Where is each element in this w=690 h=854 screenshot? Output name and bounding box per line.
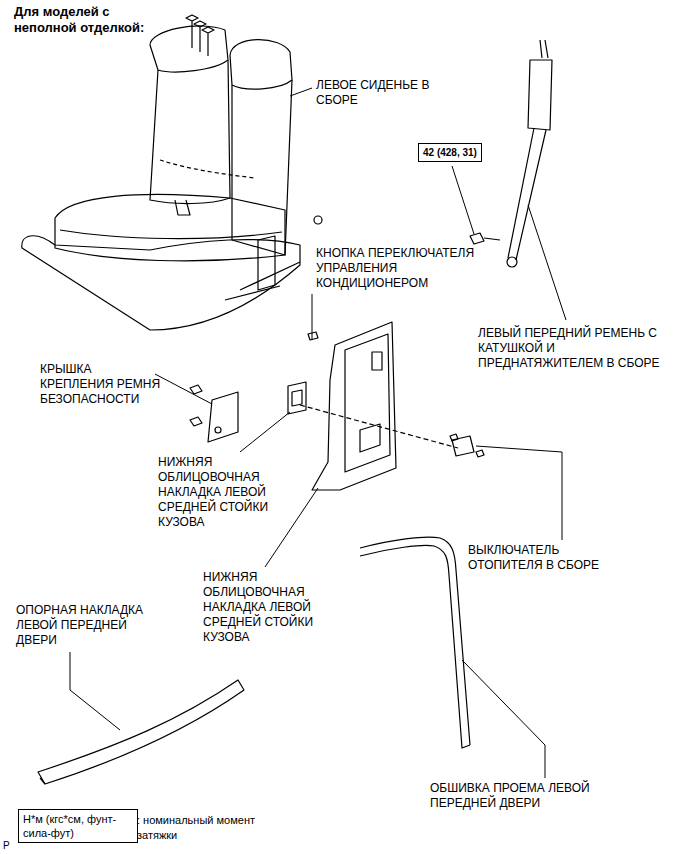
node-text: Н*м (кгс*см, фунт-сила-фут): [23, 812, 133, 840]
leader-lines: [70, 88, 566, 778]
legend-note: : номинальный момент затяжки: [137, 813, 255, 843]
torque-box: 42 (428, 31): [418, 143, 482, 162]
door-trim-illustration: [360, 537, 470, 748]
sill-plate-illustration: [38, 680, 244, 784]
part-label: ЛЕВОЕ СИДЕНЬЕ В СБОРЕ: [316, 78, 466, 108]
part-label: ОБШИВКА ПРОЕМА ЛЕВОЙ ПЕРЕДНЕЙ ДВЕРИ: [430, 781, 630, 811]
part-label: НИЖНЯЯ ОБЛИЦОВОЧНАЯ НАКЛАДКА ЛЕВОЙ СРЕДН…: [158, 455, 308, 530]
page-mark: P: [3, 838, 17, 853]
part-label: ОПОРНАЯ НАКЛАДКА ЛЕВОЙ ПЕРЕДНЕЙ ДВЕРИ: [16, 603, 156, 648]
part-label: ВЫКЛЮЧАТЕЛЬ ОТОПИТЕЛЯ В СБОРЕ: [468, 543, 628, 573]
legend-box: Н*м (кгс*см, фунт-сила-фут): [18, 809, 138, 843]
part-label: КРЫШКА КРЕПЛЕНИЯ РЕМНЯ БЕЗОПАСНОСТИ: [40, 362, 165, 407]
part-label: КНОПКА ПЕРЕКЛЮЧАТЕЛЯ УПРАВЛЕНИЯ КОНДИЦИО…: [316, 246, 491, 291]
heading: Для моделей с неполной отделкой:: [14, 4, 159, 36]
seat-illustration: [22, 26, 322, 330]
pillar-trim-illustration: [190, 322, 484, 490]
seat-belt-illustration: [470, 40, 552, 267]
node-text: 42 (428, 31): [423, 146, 477, 159]
part-label: НИЖНЯЯ ОБЛИЦОВОЧНАЯ НАКЛАДКА ЛЕВОЙ СРЕДН…: [203, 570, 353, 645]
bolts: [186, 15, 214, 56]
part-label: ЛЕВЫЙ ПЕРЕДНИЙ РЕМЕНЬ С КАТУШКОЙ И ПРЕДН…: [478, 326, 668, 371]
